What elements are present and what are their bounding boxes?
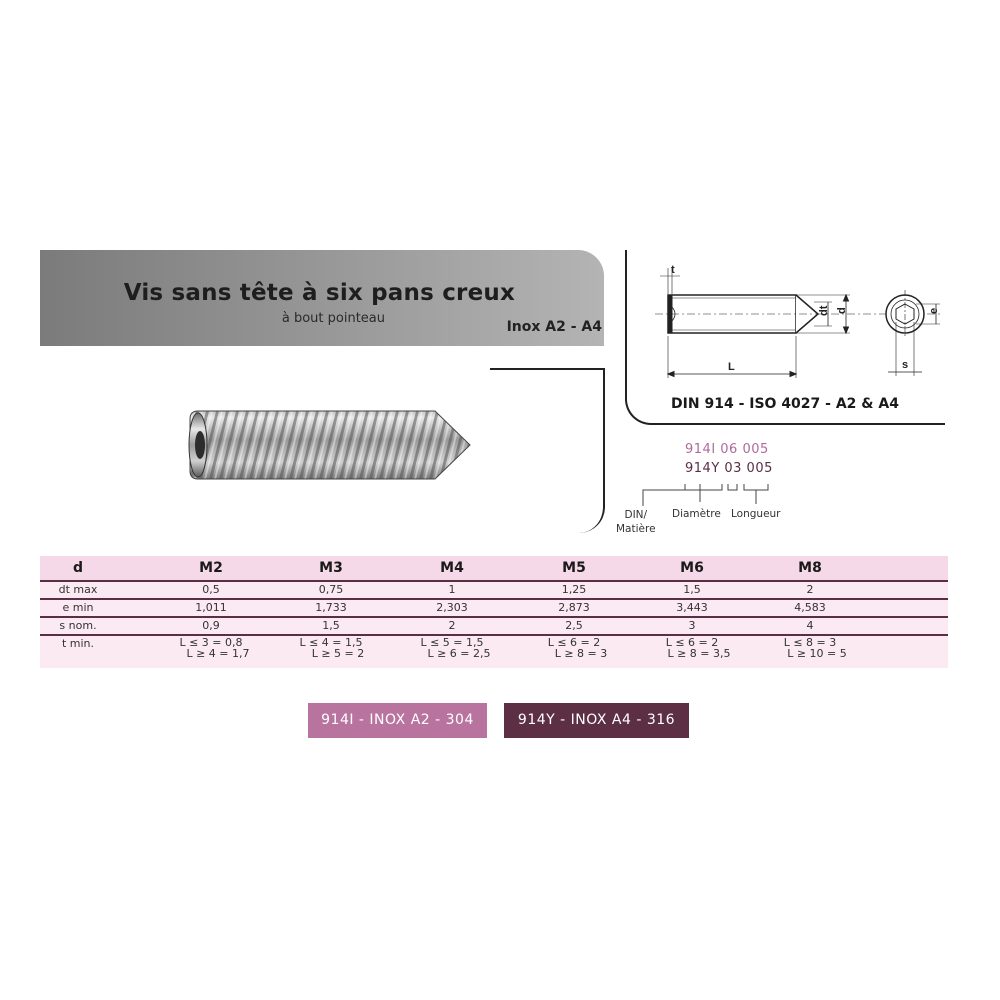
table-cell: 1,5 <box>683 583 701 596</box>
code-example-a2: 914I 06 005 <box>685 442 769 457</box>
header-cell: M4 <box>440 560 464 576</box>
table-divider <box>40 616 948 618</box>
header-cell: M5 <box>562 560 586 576</box>
table-cell: 1 <box>448 583 456 596</box>
header-cell: M2 <box>199 560 223 576</box>
technical-drawing: t L dt d e s <box>655 264 940 378</box>
table-cell: 4,583 <box>794 601 826 614</box>
table-divider <box>40 580 948 582</box>
table-row: s nom. 0,9 1,5 2 2,5 3 4 <box>40 618 948 634</box>
dim-d-label: d <box>836 307 848 314</box>
screw-body <box>188 410 471 480</box>
table-cell: L ≤ 5 = 1,5 L ≥ 6 = 2,5 <box>420 636 491 660</box>
table-cell: L ≤ 4 = 1,5 L ≥ 5 = 2 <box>299 636 365 660</box>
header-cell: M8 <box>798 560 822 576</box>
table-cell: 2,873 <box>558 601 590 614</box>
table-cell: 3,443 <box>676 601 708 614</box>
header-cell-d: d <box>72 560 84 576</box>
table-cell: 2 <box>448 619 456 632</box>
row-label: s nom. <box>59 619 97 632</box>
code-label-din-matiere: DIN/ Matière <box>616 509 656 535</box>
badge-inox-a4: 914Y - INOX A4 - 316 <box>504 703 689 738</box>
product-title: Vis sans tête à six pans creux <box>123 280 515 306</box>
dim-L-label: L <box>728 361 735 373</box>
code-leader-lines <box>642 484 769 506</box>
header-cell: M3 <box>319 560 343 576</box>
dim-s-label: s <box>902 359 908 371</box>
table-cell: 3 <box>688 619 696 632</box>
table-cell: L ≤ 3 = 0,8 L ≥ 4 = 1,7 <box>179 636 250 660</box>
frame-mask <box>40 366 490 370</box>
code-example-a4: 914Y 03 005 <box>685 461 773 476</box>
product-subtitle: à bout pointeau <box>281 311 385 326</box>
code-label-longueur: Longueur <box>731 508 781 520</box>
drawing-frame <box>625 250 945 425</box>
table-cell: L ≤ 6 = 2 L ≥ 8 = 3 <box>547 636 608 660</box>
table-cell: 0,9 <box>202 619 220 632</box>
table-divider <box>40 598 948 600</box>
table-cell: 4 <box>806 619 814 632</box>
table-cell: L ≤ 6 = 2 L ≥ 8 = 3,5 <box>665 636 731 660</box>
table-cell: 1,011 <box>195 601 227 614</box>
table-cell: 1,733 <box>315 601 347 614</box>
table-cell: 2 <box>806 583 814 596</box>
code-label-diametre: Diamètre <box>672 508 721 520</box>
row-label: t min. <box>61 637 95 650</box>
table-row: t min. L ≤ 3 = 0,8 L ≥ 4 = 1,7 L ≤ 4 = 1… <box>40 636 948 668</box>
table-header-row: d M2 M3 M4 M5 M6 M8 <box>40 556 948 580</box>
table-cell: 0,5 <box>202 583 220 596</box>
material-label: Inox A2 - A4 <box>506 319 602 335</box>
dim-e-label: e <box>928 308 940 314</box>
header-cell: M6 <box>680 560 704 576</box>
header-bar: Vis sans tête à six pans creux à bout po… <box>40 250 604 346</box>
table-cell: 2,303 <box>436 601 468 614</box>
table-cell: 0,75 <box>318 583 344 596</box>
standard-caption: DIN 914 - ISO 4027 - A2 & A4 <box>671 396 899 412</box>
hex-socket <box>195 431 205 459</box>
dimension-table: d M2 M3 M4 M5 M6 M8 dt max 0,5 0,75 1 1,… <box>40 556 948 668</box>
table-cell: 1,25 <box>561 583 587 596</box>
table-divider <box>40 634 948 636</box>
table-cell: 1,5 <box>322 619 340 632</box>
row-label: e min <box>62 601 94 614</box>
table-cell: 2,5 <box>565 619 583 632</box>
screw-photo <box>188 410 471 480</box>
dim-dt-label: dt <box>818 305 830 316</box>
badge-inox-a2: 914I - INOX A2 - 304 <box>308 703 487 738</box>
row-label: dt max <box>58 583 98 596</box>
table-cell: L ≤ 8 = 3 L ≥ 10 = 5 <box>783 636 847 660</box>
table-row: dt max 0,5 0,75 1 1,25 1,5 2 <box>40 582 948 598</box>
table-row: e min 1,011 1,733 2,303 2,873 3,443 4,58… <box>40 600 948 616</box>
dim-t-label: t <box>671 264 675 276</box>
